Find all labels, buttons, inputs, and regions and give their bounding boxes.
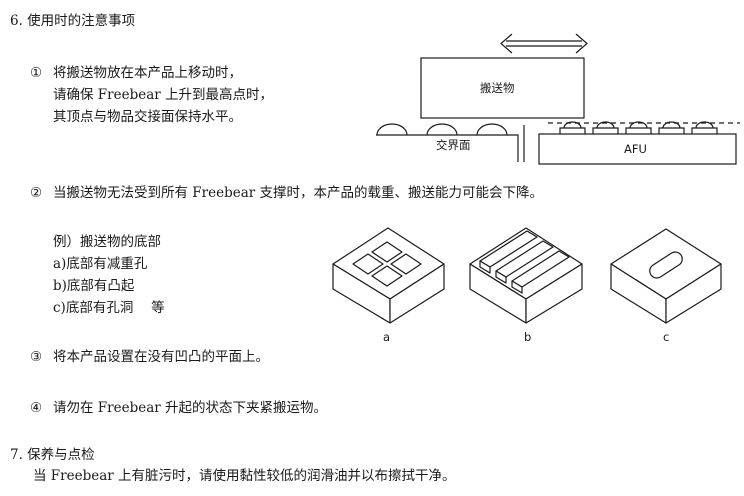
example-heading: 例）搬送物的底部: [53, 234, 161, 250]
example-b: b)底部有凸起: [53, 278, 135, 294]
section-7-heading: 7. 保养与点检: [10, 447, 95, 463]
example-a: a)底部有减重孔: [53, 256, 148, 272]
interface-label: 交界面: [436, 138, 471, 152]
afu-label: AFU: [624, 142, 647, 156]
block-c: [610, 228, 722, 324]
section-7-text: 当 Freebear 上有脏污时，请使用黏性较低的润滑油并以布擦拭干净。: [33, 468, 456, 484]
item-2-text: 当搬送物无法受到所有 Freebear 支撑时，本产品的载重、搬送能力可能会下降…: [53, 185, 544, 201]
item-1-line-1: 将搬送物放在本产品上移动时，: [53, 65, 242, 81]
example-c: c)底部有孔洞 等: [53, 300, 165, 316]
block-c-label: c: [663, 330, 670, 344]
section-6-heading: 6. 使用时的注意事项: [10, 13, 136, 29]
item-2-number: ②: [30, 185, 43, 201]
item-4-number: ④: [30, 400, 43, 416]
load-label: 搬送物: [480, 81, 515, 95]
item-1-number: ①: [30, 65, 43, 81]
item-4-text: 请勿在 Freebear 升起的状态下夹紧搬运物。: [53, 400, 328, 416]
item-3-number: ③: [30, 349, 43, 365]
item-3-text: 将本产品设置在没有凹凸的平面上。: [53, 349, 269, 365]
block-b: [469, 227, 583, 324]
item-1-line-2: 请确保 Freebear 上升到最高点时，: [53, 87, 274, 103]
block-b-label: b: [524, 330, 532, 344]
item-1-line-3: 其顶点与物品交接面保持水平。: [53, 109, 242, 125]
block-a: [332, 227, 445, 324]
block-a-label: a: [383, 330, 391, 344]
